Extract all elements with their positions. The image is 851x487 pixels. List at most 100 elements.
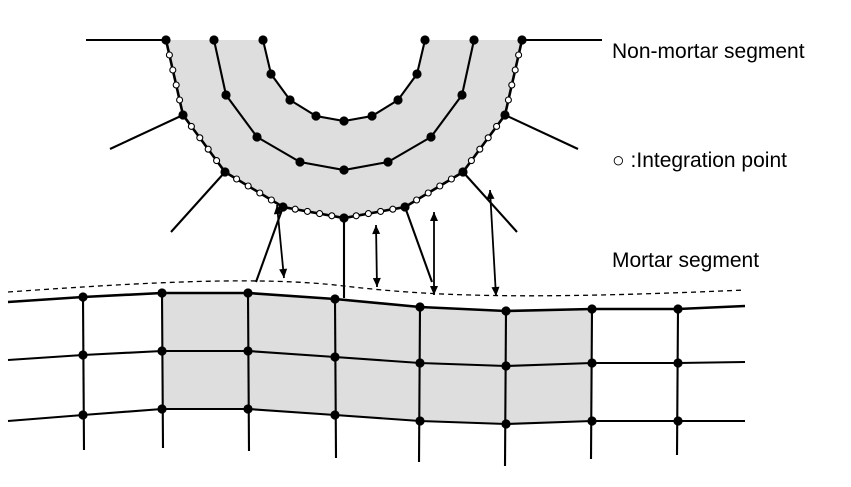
integration-point-icon xyxy=(169,66,177,74)
mortar-vertical-line xyxy=(333,298,338,459)
mortar-row-line xyxy=(7,407,745,426)
mortar-vertical-line xyxy=(675,308,680,456)
projected-surface-dashed-line xyxy=(7,280,746,297)
non-mortar-node xyxy=(517,35,527,45)
mortar-node xyxy=(243,346,253,356)
mortar-node xyxy=(415,302,425,312)
mortar-node xyxy=(415,416,425,426)
integration-point-icon xyxy=(515,51,523,59)
integration-point-icon xyxy=(204,145,212,153)
arrow-head xyxy=(372,277,381,287)
mortar-shaded-region xyxy=(162,293,592,424)
non-mortar-node xyxy=(412,69,422,79)
mortar-shaded-elements xyxy=(162,293,592,424)
arrow-head xyxy=(273,205,282,215)
mortar-node xyxy=(78,292,88,302)
arrow-shaft xyxy=(276,204,285,279)
mortar-node xyxy=(330,352,340,362)
integration-point-icon xyxy=(413,196,421,204)
non-mortar-segment-label: Non-mortar segment xyxy=(612,40,805,63)
non-mortar-node xyxy=(457,90,467,100)
mortar-vertical-line xyxy=(246,292,251,452)
arrow-head xyxy=(279,268,288,278)
integration-point-icon xyxy=(389,205,397,213)
integration-point-icon xyxy=(303,207,311,215)
mortar-vertical-line xyxy=(589,308,594,460)
mortar-node xyxy=(587,416,597,426)
integration-point-icon xyxy=(484,134,492,142)
non-mortar-node xyxy=(458,167,468,177)
mortar-node xyxy=(501,419,511,429)
non-mortar-node xyxy=(252,132,262,142)
non-mortar-radial-line xyxy=(170,171,226,233)
mortar-node xyxy=(587,358,597,368)
non-mortar-node xyxy=(285,95,295,105)
mortar-surface-line xyxy=(7,291,746,313)
non-mortar-shaded-region xyxy=(166,40,522,218)
integration-point-icon xyxy=(352,212,360,220)
integration-point-icon xyxy=(328,212,336,220)
integration-point-icon xyxy=(504,96,512,104)
mortar-node xyxy=(243,404,253,414)
non-mortar-node xyxy=(220,167,230,177)
non-mortar-shaded-elements xyxy=(166,40,522,218)
mortar-node xyxy=(330,410,340,420)
integration-point-icon xyxy=(172,81,180,89)
mortar-vertical-line xyxy=(503,310,508,467)
integration-point-legend: ○ :Integration point xyxy=(612,149,787,172)
double-arrow xyxy=(486,189,500,297)
non-mortar-node xyxy=(178,110,188,120)
arrow-head xyxy=(486,190,495,200)
integration-point-icon xyxy=(213,157,221,165)
mortar-node xyxy=(157,346,167,356)
integration-point-icon xyxy=(165,51,173,59)
non-mortar-radial-line xyxy=(504,114,579,150)
integration-point-icon xyxy=(176,96,184,104)
arrow-shaft xyxy=(375,224,378,288)
mortar-node xyxy=(157,404,167,414)
integration-point-icon xyxy=(447,175,455,183)
mortar-vertical-line xyxy=(417,306,422,463)
non-mortar-node xyxy=(367,111,377,121)
double-arrow xyxy=(273,204,288,279)
integration-point-icon xyxy=(467,157,475,165)
non-mortar-node xyxy=(221,90,231,100)
non-mortar-node xyxy=(383,157,393,167)
mortar-node xyxy=(330,294,340,304)
integration-point-icon xyxy=(508,81,516,89)
integration-point-icon xyxy=(424,189,432,197)
mortar-row-line xyxy=(7,349,746,368)
non-mortar-node xyxy=(266,69,276,79)
integration-points xyxy=(165,51,523,220)
arrow-head xyxy=(491,286,500,296)
mortar-node xyxy=(78,410,88,420)
non-mortar-node xyxy=(339,165,349,175)
mortar-node xyxy=(78,350,88,360)
integration-point-icon xyxy=(436,182,444,190)
non-mortar-node xyxy=(400,202,410,212)
arrow-head xyxy=(430,212,438,221)
mortar-node xyxy=(673,304,683,314)
non-mortar-node xyxy=(339,116,349,126)
mesh-nodes xyxy=(78,35,683,429)
mortar-node xyxy=(157,288,167,298)
integration-point-icon xyxy=(364,210,372,218)
integration-point-icon xyxy=(256,189,264,197)
non-mortar-node xyxy=(393,95,403,105)
non-mortar-node xyxy=(500,110,510,120)
non-mortar-node xyxy=(295,157,305,167)
arrow-shaft xyxy=(489,189,497,297)
integration-point-icon xyxy=(244,182,252,190)
mortar-vertical-line xyxy=(81,296,86,451)
mortar-node xyxy=(673,358,683,368)
mortar-segment-label: Mortar segment xyxy=(612,249,760,272)
non-mortar-node xyxy=(339,213,349,223)
double-arrow xyxy=(430,212,438,295)
integration-point-icon xyxy=(377,207,385,215)
mortar-mesh-lines xyxy=(7,291,746,467)
non-mortar-node xyxy=(420,35,430,45)
mortar-node xyxy=(501,361,511,371)
projection-arrows xyxy=(273,189,500,297)
arrow-head xyxy=(430,286,438,295)
